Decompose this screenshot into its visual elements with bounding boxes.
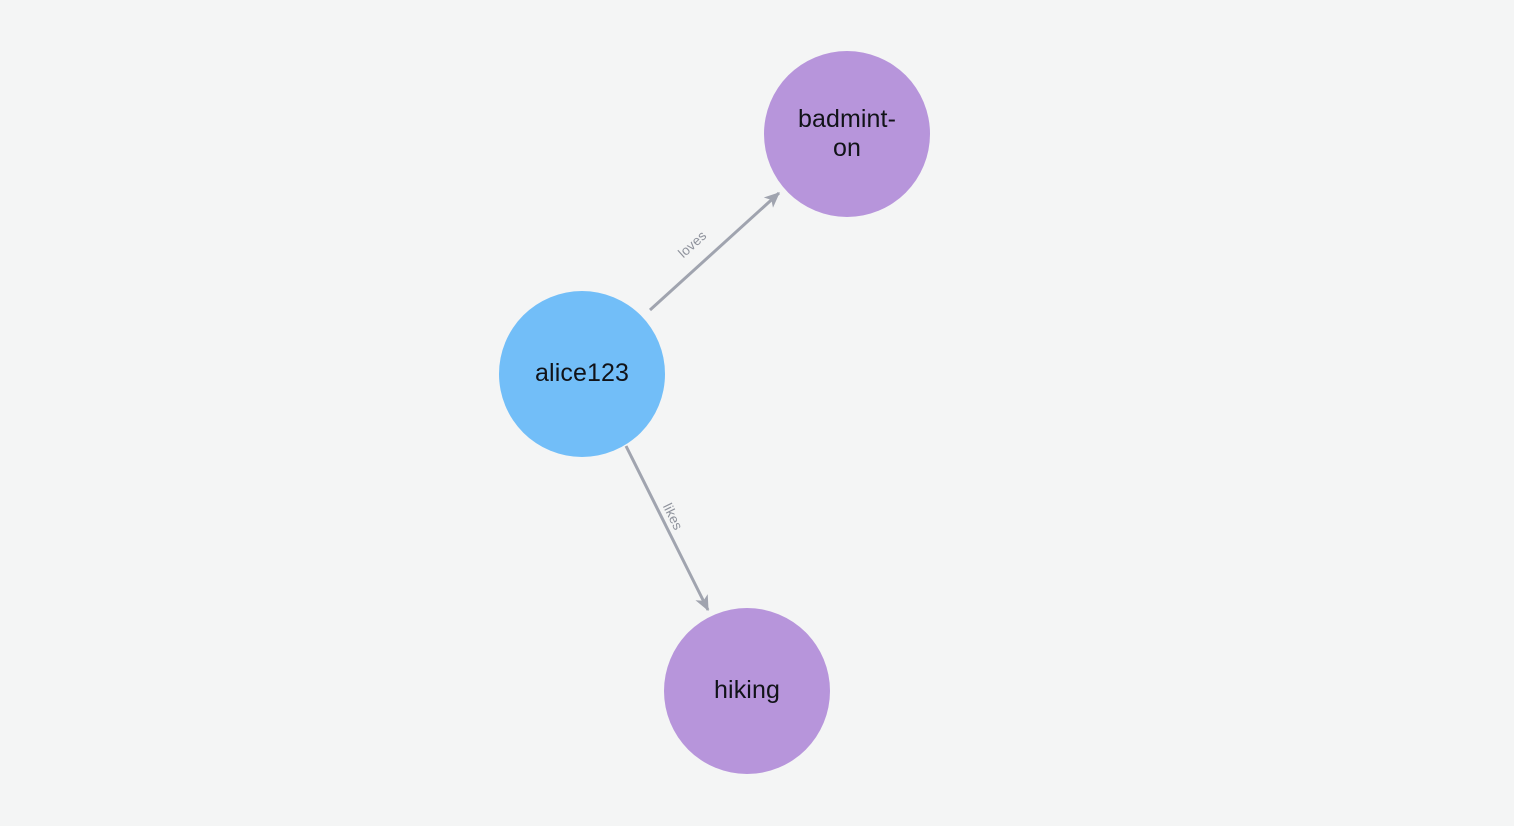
edge-group-likes: likes bbox=[624, 445, 710, 612]
edge-line-likes[interactable] bbox=[624, 445, 710, 612]
graph-node-label-hiking: hiking bbox=[714, 676, 780, 705]
graph-node-hiking[interactable]: hiking bbox=[664, 608, 830, 774]
edge-label-loves: loves bbox=[675, 228, 709, 261]
graph-node-alice123[interactable]: alice123 bbox=[499, 291, 665, 457]
edge-label-likes: likes bbox=[660, 501, 686, 533]
graph-node-label-alice123: alice123 bbox=[535, 359, 629, 388]
graph-node-badminton[interactable]: badmint- on bbox=[764, 51, 930, 217]
edge-line-loves[interactable] bbox=[648, 191, 781, 312]
edge-group-loves: loves bbox=[648, 191, 781, 312]
graph-node-label-badminton: badmint- on bbox=[797, 104, 897, 162]
